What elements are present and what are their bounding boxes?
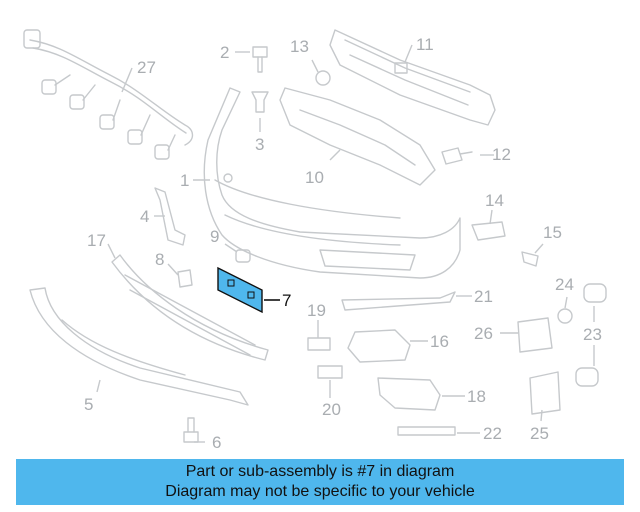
part-17-grille [111,254,269,361]
callout-7: 7 [282,291,291,310]
banner-line-2: Diagram may not be specific to your vehi… [165,483,475,500]
part-5-lower-bar [29,287,249,406]
part-1-bumper-cover [203,87,461,279]
part-11-reinforcement [329,29,496,126]
leader-lines [96,44,595,443]
part-15-screw [521,251,539,267]
part-18-trim [377,377,441,411]
part-3-clip [251,91,269,113]
callout-5: 5 [84,395,93,414]
callout-18: 18 [467,387,486,406]
callout-12: 12 [492,145,511,164]
callout-22: 22 [483,424,502,443]
callout-20: 20 [322,400,341,419]
callout-10: 10 [305,168,324,187]
part-2-bolt [252,46,268,73]
part-10-absorber [279,87,436,186]
part-21-strip [341,291,456,311]
part-19-bracket [307,337,331,351]
callout-15: 15 [543,223,562,242]
part-8-bolt [177,269,193,288]
part-6-bolt [183,417,199,443]
callout-8: 8 [155,250,164,269]
callout-14: 14 [485,191,504,210]
banner-line-1: Part or sub-assembly is #7 in diagram [185,463,455,480]
part-25-bracket [529,371,561,415]
callout-19: 19 [307,301,326,320]
callout-17: 17 [87,231,106,250]
part-26-bracket [517,317,553,353]
callout-23: 23 [583,325,602,344]
part-16-trim [347,329,411,363]
callout-2: 2 [220,43,229,62]
callout-21: 21 [474,287,493,306]
part-24-sensor [557,308,573,324]
callout-11: 11 [416,35,434,54]
part-20-bracket [317,365,343,379]
callout-13: 13 [290,37,309,56]
part-22-strip [397,426,456,436]
part-7-plate-bracket[interactable] [217,266,263,314]
parts-diagram: 27 11 2 3 13 12 10 1 4 14 15 17 8 9 7 5 … [23,29,607,452]
callout-4: 4 [140,207,149,226]
part-12-screw [441,147,473,165]
part-14-cover [471,221,506,241]
callout-24: 24 [555,275,574,294]
part-13-nut [315,70,331,86]
callout-6: 6 [212,433,221,452]
diagram-canvas: 27 11 2 3 13 12 10 1 4 14 15 17 8 9 7 5 … [23,29,607,452]
part-9-clip [235,249,251,263]
callout-labels: 27 11 2 3 13 12 10 1 4 14 15 17 8 9 7 5 … [84,35,602,452]
part-23-sensor [575,283,607,387]
part-27-wiring-harness [23,29,194,160]
callout-1: 1 [180,171,189,190]
part-4-bracket [154,187,186,246]
callout-9: 9 [210,227,219,246]
callout-26: 26 [474,324,493,343]
callout-3: 3 [255,135,264,154]
callout-27: 27 [137,58,156,77]
callout-16: 16 [430,332,449,351]
info-banner: Part or sub-assembly is #7 in diagram Di… [16,459,624,505]
callout-25: 25 [530,424,549,443]
